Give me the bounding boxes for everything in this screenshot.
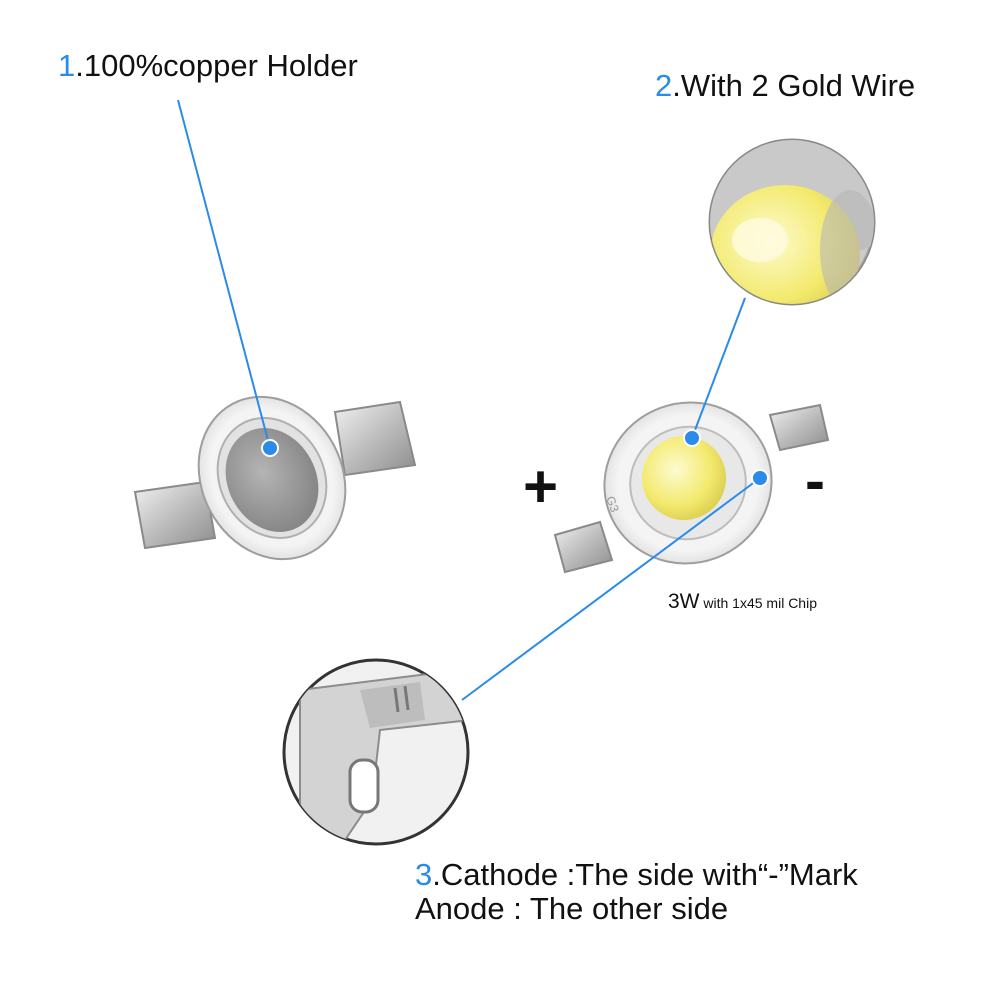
- spec-caption: 3W with 1x45 mil Chip: [668, 590, 817, 614]
- gold-wire-label: 2.With 2 Gold Wire: [655, 68, 915, 104]
- spec-power: 3W: [668, 590, 700, 613]
- callout-line-3: [461, 469, 769, 701]
- led-holder-icon: [133, 395, 417, 561]
- anode-plus-sign: +: [523, 453, 559, 520]
- copper-holder-text: .100%copper Holder: [75, 48, 358, 83]
- svg-text:G3: G3: [603, 494, 622, 514]
- cathode-text: .Cathode :The side with“-”Mark: [432, 857, 858, 892]
- gold-wire-number: 2: [655, 68, 673, 103]
- cathode-line: 3.Cathode :The side with“-”Mark: [415, 858, 858, 892]
- polarity-label: 3.Cathode :The side with“-”Mark Anode : …: [415, 858, 858, 926]
- led-emitter-icon: G3: [553, 401, 830, 574]
- spec-detail: with 1x45 mil Chip: [699, 595, 817, 611]
- callout-line-2: [683, 297, 746, 447]
- copper-holder-label: 1.100%copper Holder: [58, 48, 358, 84]
- anode-line: Anode : The other side: [415, 891, 729, 926]
- cathode-number: 3: [415, 857, 433, 892]
- cathode-minus-sign: -: [805, 447, 825, 514]
- callout-line-1: [177, 99, 279, 457]
- gold-wire-text: .With 2 Gold Wire: [672, 68, 916, 103]
- zoom-lens-icon: [708, 138, 876, 306]
- copper-holder-number: 1: [58, 48, 76, 83]
- cathode-zoom-icon: [282, 658, 470, 846]
